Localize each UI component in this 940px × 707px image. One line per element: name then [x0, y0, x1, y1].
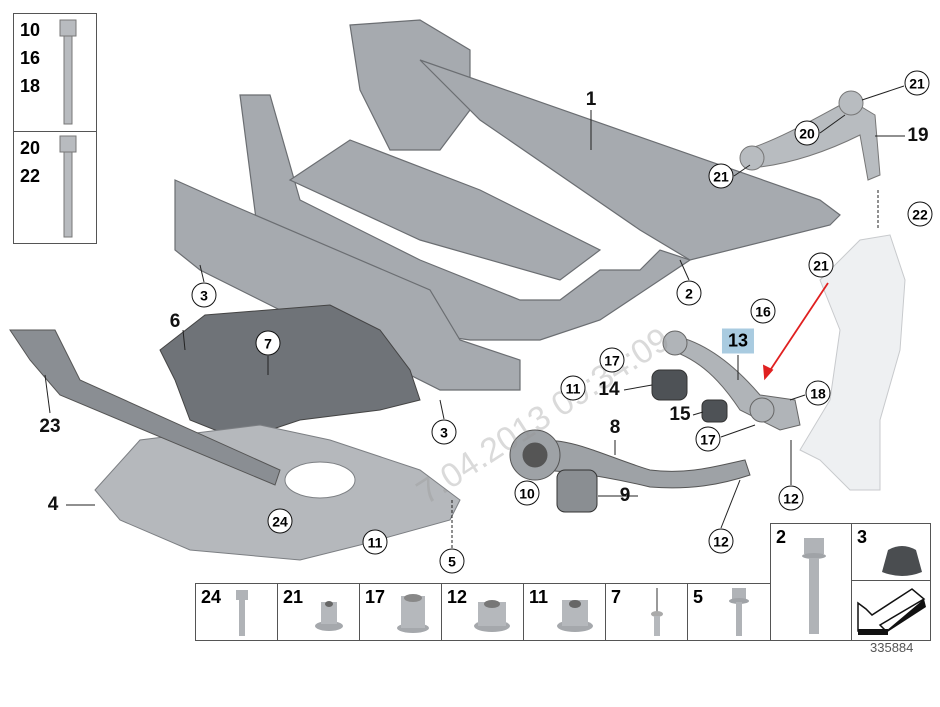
lock-nut-icon [397, 594, 429, 633]
diagonal-arrow-icon [857, 588, 926, 635]
callout-15[interactable]: 15 [669, 404, 691, 425]
callout-13-highlighted[interactable]: 13 [721, 328, 755, 354]
part-cell-7[interactable]: 7 [606, 584, 688, 640]
collar-nut-icon [315, 601, 343, 631]
callout-19[interactable]: 19 [907, 125, 929, 146]
callout-21[interactable]: 21 [708, 163, 734, 189]
part-cell-24[interactable]: 24 [196, 584, 278, 640]
rivet-icon [651, 588, 663, 636]
wheel-carrier-22 [799, 234, 906, 491]
part-cell-11[interactable]: 11 [524, 584, 606, 640]
callout-9[interactable]: 9 [619, 485, 631, 506]
part-cell-21[interactable]: 21 [278, 584, 360, 640]
callout-23[interactable]: 23 [39, 416, 61, 437]
callout-21[interactable]: 21 [808, 252, 834, 278]
label: 22 [20, 166, 41, 186]
callout-21[interactable]: 21 [904, 70, 930, 96]
callout-10[interactable]: 10 [514, 480, 540, 506]
bolt-icon [236, 590, 248, 636]
callout-3[interactable]: 3 [431, 419, 457, 445]
callout-6[interactable]: 6 [169, 311, 181, 332]
callout-16[interactable]: 16 [750, 298, 776, 324]
diagram-number: 335884 [870, 640, 914, 655]
callout-4[interactable]: 4 [47, 494, 59, 515]
part-cell-17[interactable]: 17 [360, 584, 442, 640]
strut-brace-23 [9, 329, 281, 486]
callout-12[interactable]: 12 [708, 528, 734, 554]
tension-strut-8 [509, 429, 751, 489]
fastener-strip: 24 21 17 12 11 7 5 [195, 583, 771, 641]
label: 10 [20, 20, 41, 40]
callout-11[interactable]: 11 [362, 529, 388, 555]
leader-lines [44, 85, 905, 548]
callout-7[interactable]: 7 [255, 330, 281, 356]
fastener-box-left: 10 16 18 20 22 [13, 13, 97, 244]
callout-24[interactable]: 24 [267, 508, 293, 534]
callout-3[interactable]: 3 [191, 282, 217, 308]
underbody-guard-4 [94, 424, 461, 561]
callout-12[interactable]: 12 [778, 485, 804, 511]
part-cell-12[interactable]: 12 [442, 584, 524, 640]
rubber-bushings [556, 369, 728, 513]
part-cell-2[interactable]: 2 [770, 523, 852, 641]
label: 16 [20, 48, 41, 68]
rubber-cap-icon [882, 546, 922, 576]
red-arrow [762, 282, 829, 381]
bolt-icons-left [59, 19, 77, 238]
part-cell-5[interactable]: 5 [688, 584, 772, 640]
callout-2[interactable]: 2 [676, 280, 702, 306]
callout-17[interactable]: 17 [695, 426, 721, 452]
callout-5[interactable]: 5 [439, 548, 465, 574]
callout-22[interactable]: 22 [907, 201, 933, 227]
screw-icon [729, 588, 749, 636]
part-cell-3[interactable]: 3 [851, 523, 931, 581]
shield-plate-6 [159, 304, 421, 441]
flange-nut-icon [557, 600, 593, 632]
callout-18[interactable]: 18 [805, 380, 831, 406]
callout-20[interactable]: 20 [794, 120, 820, 146]
label: 20 [20, 138, 41, 158]
control-arm-13 [662, 330, 801, 431]
spline-nut-icon [474, 600, 510, 632]
long-bolt-icon [802, 538, 826, 634]
callout-11[interactable]: 11 [560, 375, 586, 401]
callout-1[interactable]: 1 [585, 89, 597, 110]
navigation-arrow-cell[interactable] [851, 580, 931, 641]
callout-8[interactable]: 8 [609, 417, 621, 438]
front-subframe [174, 19, 841, 391]
callout-14[interactable]: 14 [598, 379, 620, 400]
label: 18 [20, 76, 41, 96]
callout-17[interactable]: 17 [599, 347, 625, 373]
